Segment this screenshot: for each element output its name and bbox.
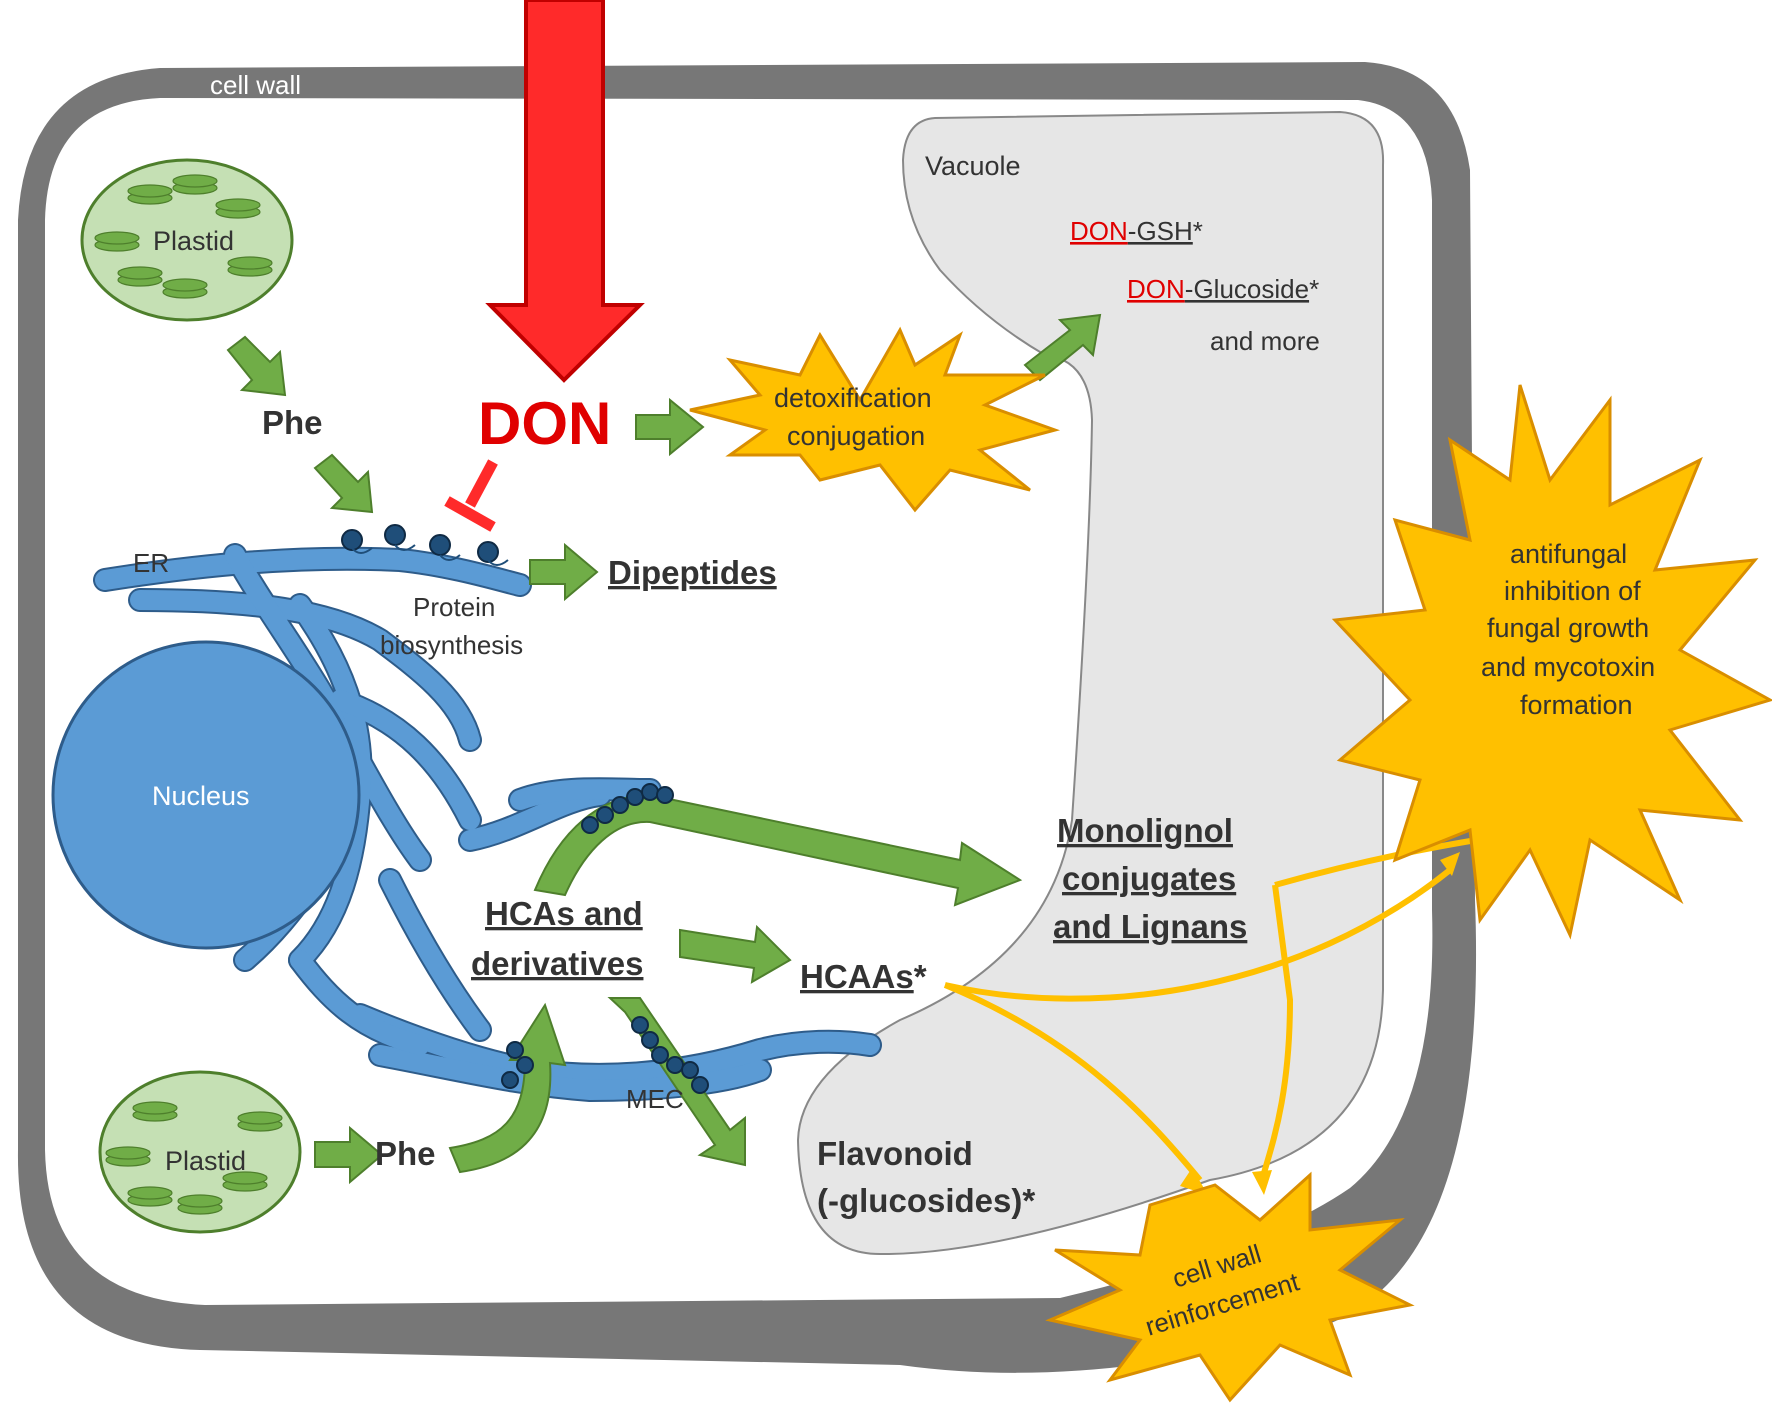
monolignol-line1: Monolignol bbox=[1057, 812, 1233, 849]
dipeptides-label: Dipeptides bbox=[608, 554, 777, 591]
detox-label-line1: detoxification bbox=[774, 383, 932, 413]
don-gsh-prefix: DON bbox=[1070, 216, 1128, 246]
arrow-plastid-to-phe-bottom bbox=[314, 1125, 384, 1185]
flavonoid-line1: Flavonoid bbox=[817, 1135, 973, 1172]
flavonoid-line2: (-glucosides)* bbox=[817, 1182, 1035, 1219]
monolignol-line3: and Lignans bbox=[1053, 908, 1247, 945]
don-gsh-star: * bbox=[1193, 216, 1203, 246]
green-arrows bbox=[226, 313, 1102, 1185]
nucleus-label: Nucleus bbox=[152, 781, 250, 811]
antifungal-line4: and mycotoxin bbox=[1481, 652, 1655, 682]
mec-label: MEC bbox=[626, 1084, 684, 1114]
protein-label-line2: biosynthesis bbox=[380, 630, 523, 660]
nucleus bbox=[51, 640, 361, 950]
svg-text:DON-GSH*: DON-GSH* bbox=[1070, 216, 1203, 246]
antifungal-line2: inhibition of bbox=[1504, 576, 1641, 606]
and-more-label: and more bbox=[1210, 326, 1320, 356]
antifungal-starburst bbox=[1331, 384, 1772, 940]
antifungal-line5: formation bbox=[1520, 690, 1633, 720]
arrow-phe-to-hcas bbox=[448, 1002, 567, 1174]
detox-label-line2: conjugation bbox=[787, 421, 925, 451]
don-inhibition-bar bbox=[444, 496, 496, 532]
hcas-line1: HCAs and bbox=[485, 895, 643, 932]
hcas-line2: derivatives bbox=[471, 945, 643, 982]
yellow-arrowhead-1 bbox=[1440, 852, 1460, 876]
cellwall-reinforcement-starburst bbox=[1045, 1171, 1415, 1403]
arrow-don-to-detox bbox=[635, 397, 705, 457]
detox-starburst bbox=[689, 326, 1061, 513]
antifungal-line3: fungal growth bbox=[1487, 613, 1649, 643]
arrow-phe-to-er bbox=[313, 453, 374, 514]
monolignol-line2: conjugates bbox=[1062, 860, 1236, 897]
hcaas-label: HCAAs* bbox=[800, 958, 927, 995]
arrow-hcas-to-hcaas bbox=[679, 924, 792, 984]
don-inhibition-line bbox=[465, 459, 498, 508]
don-glucoside-prefix: DON bbox=[1127, 274, 1185, 304]
phe-bottom-label: Phe bbox=[375, 1135, 436, 1172]
cell-wall-label: cell wall bbox=[210, 70, 301, 100]
phe-top-label: Phe bbox=[262, 404, 323, 441]
plastid-bottom-label: Plastid bbox=[165, 1146, 246, 1176]
don-gsh-entry: DON-GSH* bbox=[1070, 216, 1203, 246]
antifungal-line1: antifungal bbox=[1510, 539, 1627, 569]
don-glucoside-entry: DON-Glucoside* bbox=[1127, 274, 1319, 304]
hcaas-text: HCAAs bbox=[800, 958, 914, 995]
don-glucoside-star: * bbox=[1309, 274, 1319, 304]
arrow-plastid-to-phe-top bbox=[226, 335, 287, 397]
arrow-er-to-dipeptides bbox=[529, 542, 599, 602]
don-gsh-suffix: -GSH bbox=[1128, 216, 1193, 246]
yellow-arrowhead-4 bbox=[1252, 1170, 1272, 1195]
mec-complexes bbox=[501, 783, 709, 1094]
don-glucoside-suffix: -Glucoside bbox=[1185, 274, 1309, 304]
arrow-detox-to-vacuole bbox=[1023, 313, 1102, 382]
arrow-hcas-to-monolignol bbox=[533, 793, 1023, 907]
don-arrow bbox=[485, 0, 645, 383]
plastid-top-label: Plastid bbox=[153, 226, 234, 256]
vacuole bbox=[796, 110, 1385, 1256]
plastid-bottom bbox=[98, 1070, 302, 1234]
plastid-top bbox=[80, 158, 294, 322]
vacuole-label: Vacuole bbox=[925, 151, 1021, 181]
protein-label-line1: Protein bbox=[413, 592, 495, 622]
er-label: ER bbox=[133, 548, 169, 578]
svg-text:DON-Glucoside*: DON-Glucoside* bbox=[1127, 274, 1319, 304]
don-label: DON bbox=[478, 390, 611, 457]
hcaas-star: * bbox=[914, 958, 927, 995]
